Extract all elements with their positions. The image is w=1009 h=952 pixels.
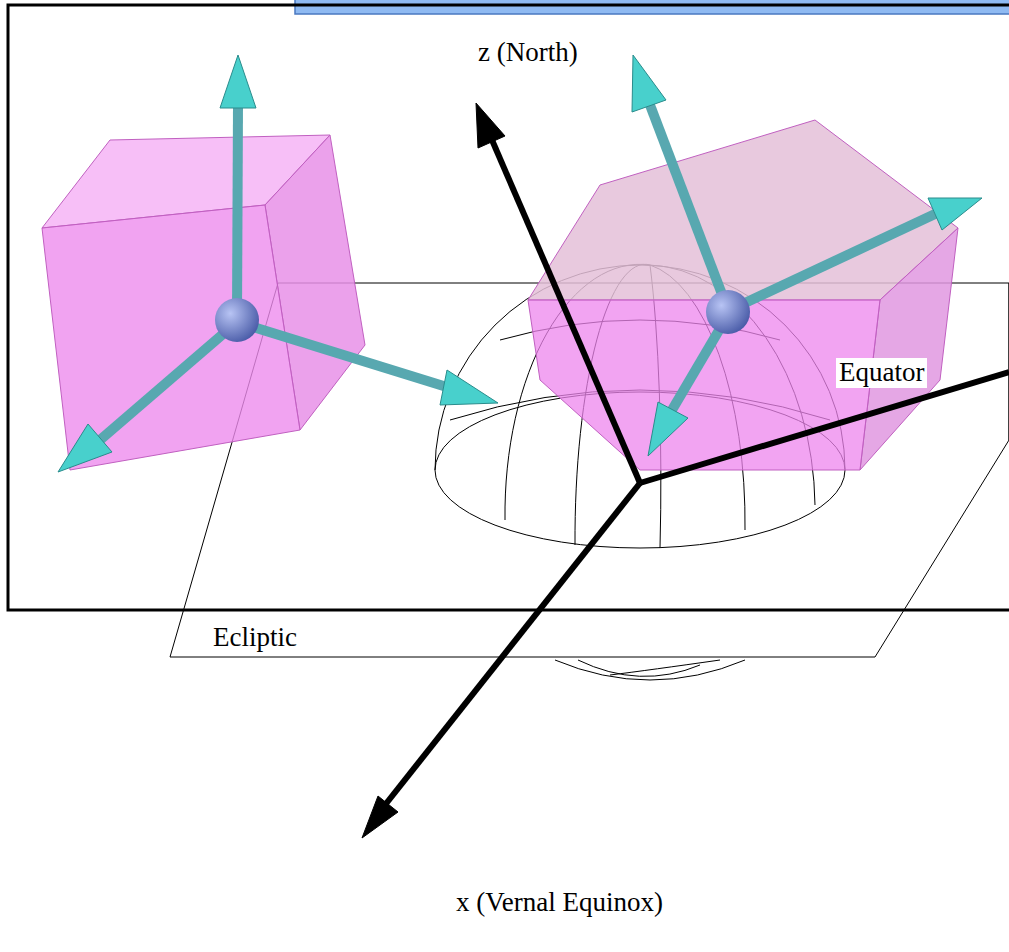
title-bar bbox=[295, 0, 1009, 14]
frame bbox=[8, 5, 1009, 610]
plane-label: Equator bbox=[836, 358, 927, 388]
body-cube bbox=[42, 135, 365, 470]
axis-label: x (Vernal Equinox) bbox=[453, 888, 666, 918]
inertial-axes bbox=[362, 103, 1009, 838]
body-axes bbox=[58, 55, 498, 472]
plane-label: Ecliptic bbox=[210, 623, 300, 653]
axis-label: z (North) bbox=[475, 38, 581, 68]
rotated-body-cube bbox=[528, 120, 958, 470]
